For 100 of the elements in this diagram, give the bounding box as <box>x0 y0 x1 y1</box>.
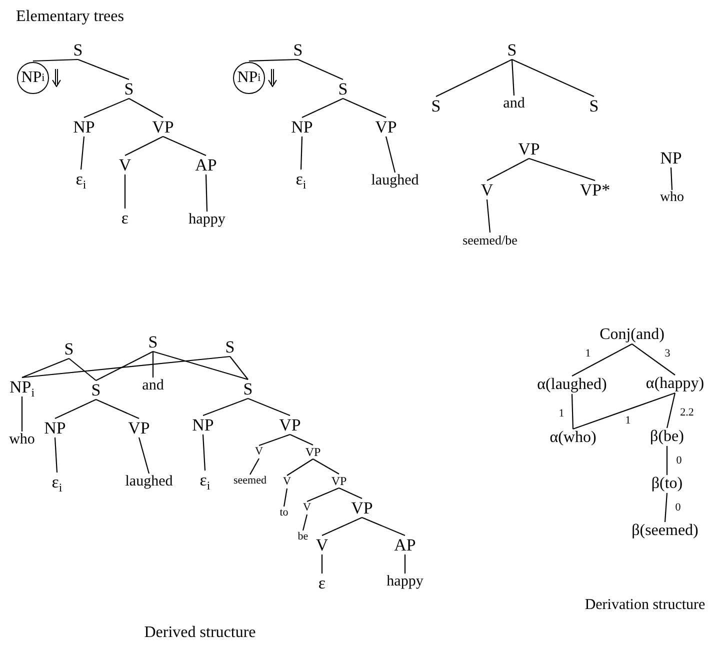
tree-branch-line <box>152 352 154 378</box>
tree-node-label: β(seemed) <box>632 523 698 539</box>
edge-label: 0 <box>675 502 681 513</box>
tree-node-label: S <box>243 380 253 398</box>
tree-node-label: V <box>316 536 328 554</box>
tree-node-label: ε <box>318 574 326 592</box>
tree-node-label: ε$_{i}$ <box>52 474 62 490</box>
tree-branch-line <box>404 554 406 574</box>
tree-branch-line <box>298 59 344 80</box>
tree-node-label: α(happy) <box>646 376 704 392</box>
tree-node-label: happy <box>386 574 424 590</box>
tree-branch-line <box>511 59 515 96</box>
tree-branch-line <box>666 446 668 475</box>
edge-label: 1 <box>558 408 564 419</box>
tree-node-label: V <box>283 476 291 488</box>
tree-node-label: S <box>91 382 101 398</box>
tree-branch-line <box>68 358 96 381</box>
tree-node-label: and <box>142 378 164 394</box>
tree-node-label: S <box>124 80 134 98</box>
tree-branch-line <box>302 514 308 531</box>
tree-branch-line <box>248 398 290 416</box>
tree-node-label: VP <box>305 446 321 458</box>
tree-node-label: ε$_{i}$ <box>200 472 210 488</box>
tree-node-label: S <box>589 98 599 114</box>
tree-node-label: AP <box>195 156 217 174</box>
tree-node-label: to <box>280 508 288 518</box>
tree-node-label: S <box>507 42 517 58</box>
tree-node-label: VP <box>279 416 301 434</box>
tree-node-label: Conj(and) <box>600 327 664 343</box>
tree-branch-line <box>342 98 386 118</box>
tree-branch-line <box>138 437 150 474</box>
tree-branch-line <box>486 199 491 233</box>
tree-branch-line <box>32 58 78 62</box>
tree-branch-line <box>300 136 303 170</box>
tree-node-label: VP <box>518 140 540 158</box>
tree-branch-line <box>290 434 314 446</box>
tree-node-label: β(be) <box>650 429 684 445</box>
tree-node-label: ε <box>121 210 129 226</box>
tree-node-label: S <box>64 340 74 358</box>
tree-branch-line <box>572 392 676 430</box>
tree-branch-line <box>21 396 23 432</box>
tree-node-label: who <box>9 432 35 448</box>
tree-node-label: laughed <box>125 474 173 490</box>
tree-node-label: VP* <box>580 182 610 198</box>
tree-branch-line <box>22 356 230 378</box>
tree-node-label: AP <box>394 536 416 554</box>
tree-branch-line <box>664 492 668 522</box>
edge-label: 2.2 <box>680 407 694 418</box>
tree-branch-line <box>152 350 248 380</box>
tree-branch-line <box>312 458 340 474</box>
tree-branch-line <box>362 517 406 536</box>
tree-branch-line <box>258 434 290 446</box>
edge-label: 1 <box>585 348 591 360</box>
tree-branch-line <box>302 98 344 118</box>
tree-node-label: NP <box>660 150 682 166</box>
tree-branch-line <box>572 344 632 376</box>
tree-node-label: seemed/be <box>462 234 518 246</box>
tree-node-label: V <box>255 446 263 458</box>
tree-branch-line <box>666 392 676 428</box>
tree-branch-line <box>124 136 164 156</box>
tree-branch-line <box>202 434 206 471</box>
tree-node-label: β(to) <box>651 476 683 492</box>
tree-branch-line <box>96 399 140 419</box>
tree-branch-line <box>230 356 248 380</box>
tree-node-label: ε$_{i}$ <box>296 170 306 188</box>
tree-branch-line <box>162 136 206 156</box>
tree-node-label: V <box>118 156 132 174</box>
tree-node-label: S <box>338 80 348 98</box>
tree-node-label: S <box>431 98 441 114</box>
tree-branch-line <box>528 158 596 182</box>
tree-branch-line <box>286 458 314 476</box>
tree-node-label: seemed <box>234 476 266 486</box>
tree-branch-line <box>306 488 340 502</box>
tree-node-label: NP <box>192 416 214 434</box>
tree-branch-line <box>436 59 512 97</box>
tree-branch-line <box>250 458 260 475</box>
tree-node-label: VP <box>331 475 347 487</box>
tree-branch-line <box>321 554 323 574</box>
tree-branch-line <box>571 394 574 430</box>
tree-node-label: α(who) <box>550 430 596 446</box>
tree-node-label: α(laughed) <box>537 377 607 393</box>
tree-branch-line <box>670 167 673 190</box>
tree-node-label: V <box>480 182 494 198</box>
tree-node-label: and <box>503 96 525 112</box>
tree-node-label: VP <box>375 118 397 136</box>
tree-branch-line <box>632 344 676 376</box>
tree-branch-line <box>283 488 288 507</box>
edge-label: 0 <box>676 455 682 466</box>
tree-node-label: ε$_{i}$ <box>76 170 86 188</box>
section-heading: Elementary trees <box>16 9 124 25</box>
tree-node-label: NP <box>44 420 66 436</box>
tree-node-label: V <box>303 502 311 514</box>
tree-branch-line <box>322 517 362 536</box>
tree-branch-line <box>248 58 298 62</box>
tree-node-label: who <box>660 191 684 205</box>
tree-branch-line <box>486 158 530 181</box>
tree-node-label: VP <box>351 500 373 516</box>
tree-node-label: NP <box>291 118 313 136</box>
edge-label: 3 <box>664 348 670 359</box>
tree-node-label: be <box>298 532 308 542</box>
